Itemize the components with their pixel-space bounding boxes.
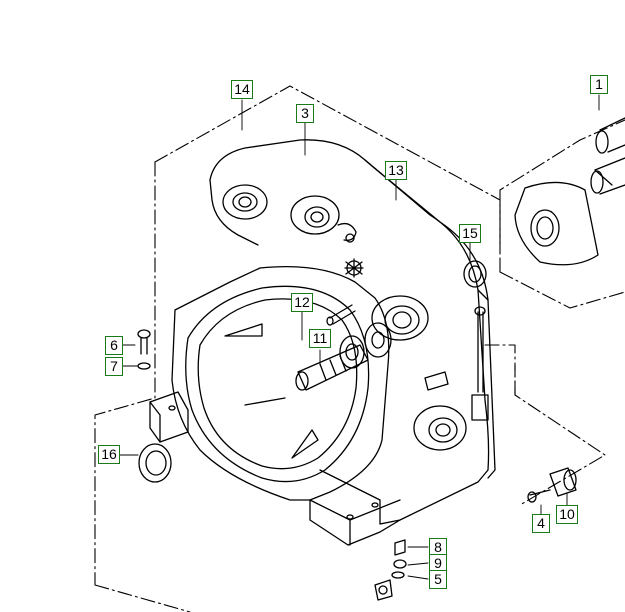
dipstick: [471, 306, 489, 421]
bolt-6-washer-7: [137, 329, 151, 370]
bell-housing: [149, 265, 401, 546]
callout-11: 11: [309, 329, 331, 348]
leader-lines: [118, 94, 600, 580]
group-outline-coupling: [499, 119, 625, 309]
callout-5: 5: [429, 570, 447, 589]
seal-ring-15: [463, 260, 487, 288]
group-outline-right: [484, 344, 606, 506]
callout-15: 15: [459, 224, 481, 243]
callout-3: 3: [296, 104, 314, 123]
callout-7: 7: [105, 357, 123, 376]
drain-fittings: [374, 539, 407, 601]
housing-plate: [209, 139, 496, 525]
callout-12: 12: [291, 293, 313, 312]
bolt-4-bushing-10: [527, 467, 577, 503]
callout-16: 16: [98, 445, 120, 464]
callout-1: 1: [590, 75, 608, 94]
callout-6: 6: [105, 336, 123, 355]
callout-14: 14: [231, 80, 253, 99]
shaft-assembly: [295, 304, 392, 391]
coupling-assembly: [514, 117, 625, 266]
group-outline-main: [94, 85, 501, 612]
callout-4: 4: [532, 514, 550, 533]
callout-10: 10: [556, 505, 578, 524]
seal-ring-16: [138, 443, 172, 483]
callout-13: 13: [385, 161, 407, 180]
